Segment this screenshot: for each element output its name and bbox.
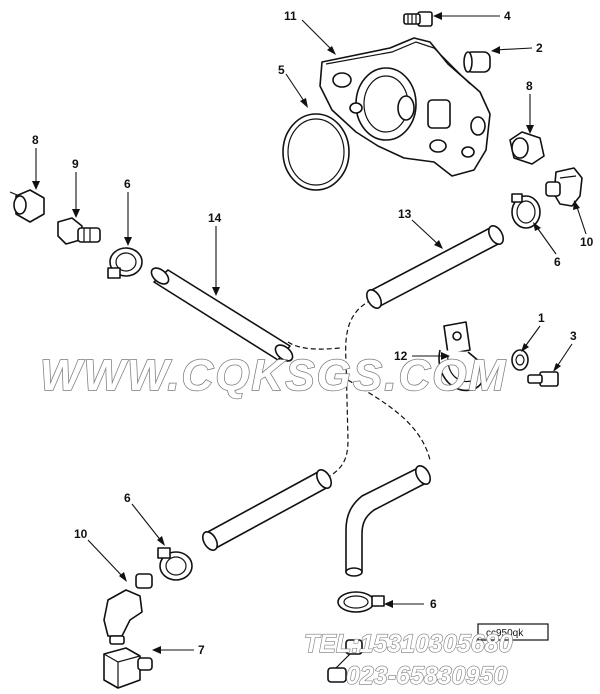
nut-fitting-8-right: [509, 131, 545, 165]
hose-clamp-6-bottom: [337, 591, 385, 613]
hose-clamp-6-upper-right: [511, 193, 541, 229]
contact-tel: TEL:15310305680: [304, 630, 513, 658]
elbow-fitting-10-right: [545, 167, 583, 207]
hose-lower-left: [201, 469, 333, 551]
figure-code-box: [477, 623, 549, 641]
callout-9: 9: [72, 157, 79, 171]
hose-clamp-6-lower-left: [157, 547, 193, 581]
bracket-clip-12: [438, 321, 485, 392]
mounting-housing: [319, 37, 491, 177]
hose-lower-bent: [345, 465, 432, 577]
watermark-text: WWW.CQKSGS.COM: [40, 351, 507, 400]
elbow-fitting-10-left: [103, 573, 153, 645]
callout-6-lower-left: 6: [124, 491, 131, 505]
adapter-fitting-9: [57, 217, 101, 245]
hose-13: [365, 225, 505, 309]
plug-2: [463, 51, 491, 73]
callout-14: 14: [208, 211, 222, 225]
contact-phone: 023-65830950: [346, 662, 507, 690]
callout-1: 1: [538, 311, 545, 325]
callout-11: 11: [284, 9, 297, 23]
callout-4: 4: [504, 9, 511, 23]
callout-10-right: 10: [580, 235, 594, 249]
hose-clamp-6-upper-left: [107, 247, 143, 279]
callout-7: 7: [198, 643, 205, 657]
routing-line-top-tube: [287, 341, 341, 350]
o-ring-5: [282, 113, 350, 191]
callout-5: 5: [278, 63, 285, 77]
bolt-4: [403, 11, 433, 27]
callout-3: 3: [570, 329, 577, 343]
callout-12: 12: [394, 349, 408, 363]
callout-13: 13: [398, 207, 412, 221]
routing-line-center: [329, 299, 373, 477]
callout-6-bottom: 6: [430, 597, 437, 611]
callout-8-right: 8: [526, 79, 533, 93]
callout-8-left: 8: [32, 133, 39, 147]
cap-screw-3: [527, 371, 559, 387]
callout-2: 2: [536, 41, 543, 55]
figure-code: cc950qk: [486, 628, 524, 639]
leader-lines: [32, 12, 587, 654]
nut-fitting-8-left: [9, 189, 45, 223]
tee-block-7: [103, 647, 153, 689]
spacer-1: [511, 349, 529, 371]
routing-line-right: [347, 379, 431, 461]
callout-6-upper-right: 6: [554, 255, 561, 269]
callout-6-upper-left: 6: [124, 177, 131, 191]
hose-14: [150, 267, 294, 362]
callout-10-left: 10: [74, 527, 88, 541]
bottom-fitting: [327, 639, 363, 683]
